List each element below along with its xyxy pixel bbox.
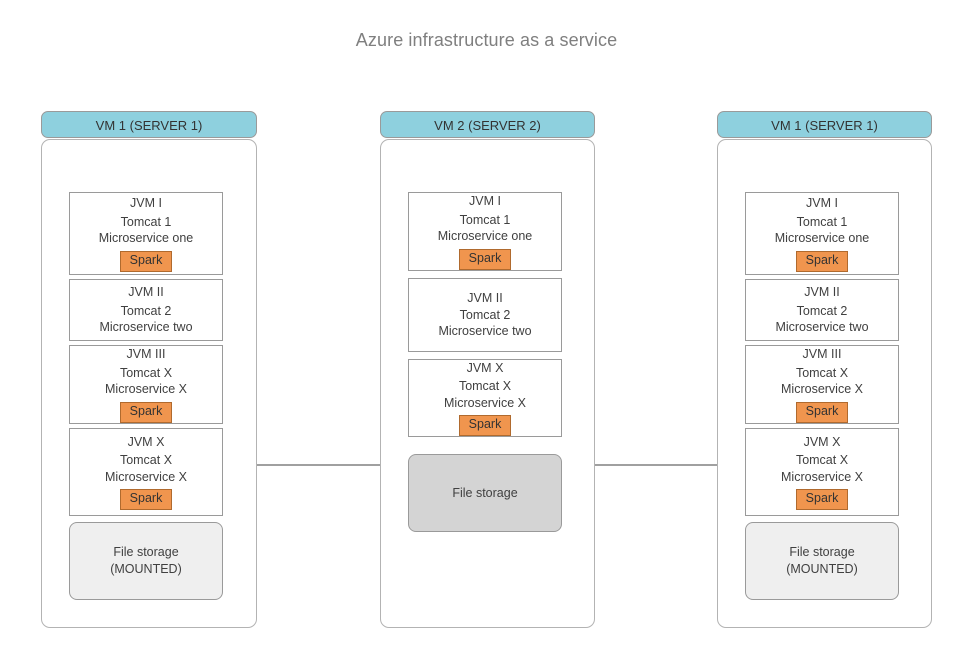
file-storage-box[interactable]: File storage [408, 454, 562, 532]
file-storage-box[interactable]: File storage (MOUNTED) [69, 522, 223, 600]
jvm-box[interactable]: JVM III Tomcat X Microservice X Spark [745, 345, 899, 424]
jvm-tomcat: Tomcat 1 [459, 212, 511, 227]
jvm-title: JVM X [803, 434, 841, 449]
file-storage-mounted-label: (MOUNTED) [110, 562, 182, 576]
jvm-title: JVM II [804, 285, 840, 300]
jvm-microservice: Microservice X [105, 382, 187, 397]
jvm-tomcat: Tomcat 2 [459, 307, 511, 322]
jvm-title: JVM I [806, 196, 838, 211]
jvm-box[interactable]: JVM III Tomcat X Microservice X Spark [69, 345, 223, 424]
jvm-microservice: Microservice two [775, 320, 869, 335]
jvm-microservice: Microservice one [98, 231, 194, 246]
spark-badge[interactable]: Spark [795, 250, 849, 272]
jvm-microservice: Microservice two [438, 324, 532, 339]
jvm-tomcat: Tomcat 2 [120, 303, 172, 318]
spark-badge[interactable]: Spark [795, 401, 849, 423]
file-storage-box[interactable]: File storage (MOUNTED) [745, 522, 899, 600]
jvm-tomcat: Tomcat X [119, 365, 173, 380]
jvm-title: JVM I [130, 196, 162, 211]
jvm-tomcat: Tomcat X [119, 453, 173, 468]
spark-badge[interactable]: Spark [458, 415, 512, 437]
jvm-tomcat: Tomcat X [795, 365, 849, 380]
file-storage-label: File storage [113, 545, 179, 560]
jvm-title: JVM II [128, 285, 164, 300]
file-storage-mounted-label: (MOUNTED) [786, 562, 858, 576]
spark-badge[interactable]: Spark [119, 401, 173, 423]
vm-header-vm-middle[interactable]: VM 2 (SERVER 2) [380, 111, 595, 138]
jvm-box[interactable]: JVM II Tomcat 2 Microservice two [745, 279, 899, 341]
spark-badge[interactable]: Spark [795, 489, 849, 511]
jvm-title: JVM III [126, 347, 166, 362]
jvm-microservice: Microservice X [105, 469, 187, 484]
page-title: Azure infrastructure as a service [355, 30, 618, 50]
jvm-title: JVM II [467, 291, 503, 306]
vm-header-vm-right[interactable]: VM 1 (SERVER 1) [717, 111, 932, 138]
jvm-microservice: Microservice one [437, 229, 533, 244]
file-storage-label: File storage [452, 485, 518, 500]
jvm-title: JVM X [127, 434, 165, 449]
spark-badge[interactable]: Spark [119, 250, 173, 272]
jvm-tomcat: Tomcat 2 [796, 303, 848, 318]
jvm-microservice: Microservice one [774, 231, 870, 246]
jvm-tomcat: Tomcat X [795, 453, 849, 468]
jvm-title: JVM X [466, 360, 504, 375]
jvm-title: JVM I [469, 194, 501, 209]
spark-badge[interactable]: Spark [119, 489, 173, 511]
jvm-tomcat: Tomcat 1 [796, 214, 848, 229]
jvm-microservice: Microservice X [781, 382, 863, 397]
file-storage-label: File storage [789, 545, 855, 560]
jvm-box[interactable]: JVM II Tomcat 2 Microservice two [69, 279, 223, 341]
spark-badge[interactable]: Spark [458, 248, 512, 270]
jvm-microservice: Microservice X [781, 469, 863, 484]
jvm-tomcat: Tomcat 1 [120, 214, 172, 229]
jvm-microservice: Microservice X [444, 395, 526, 410]
vm-header-vm-left[interactable]: VM 1 (SERVER 1) [41, 111, 257, 138]
jvm-title: JVM III [802, 347, 842, 362]
jvm-microservice: Microservice two [99, 320, 193, 335]
jvm-tomcat: Tomcat X [458, 379, 512, 394]
